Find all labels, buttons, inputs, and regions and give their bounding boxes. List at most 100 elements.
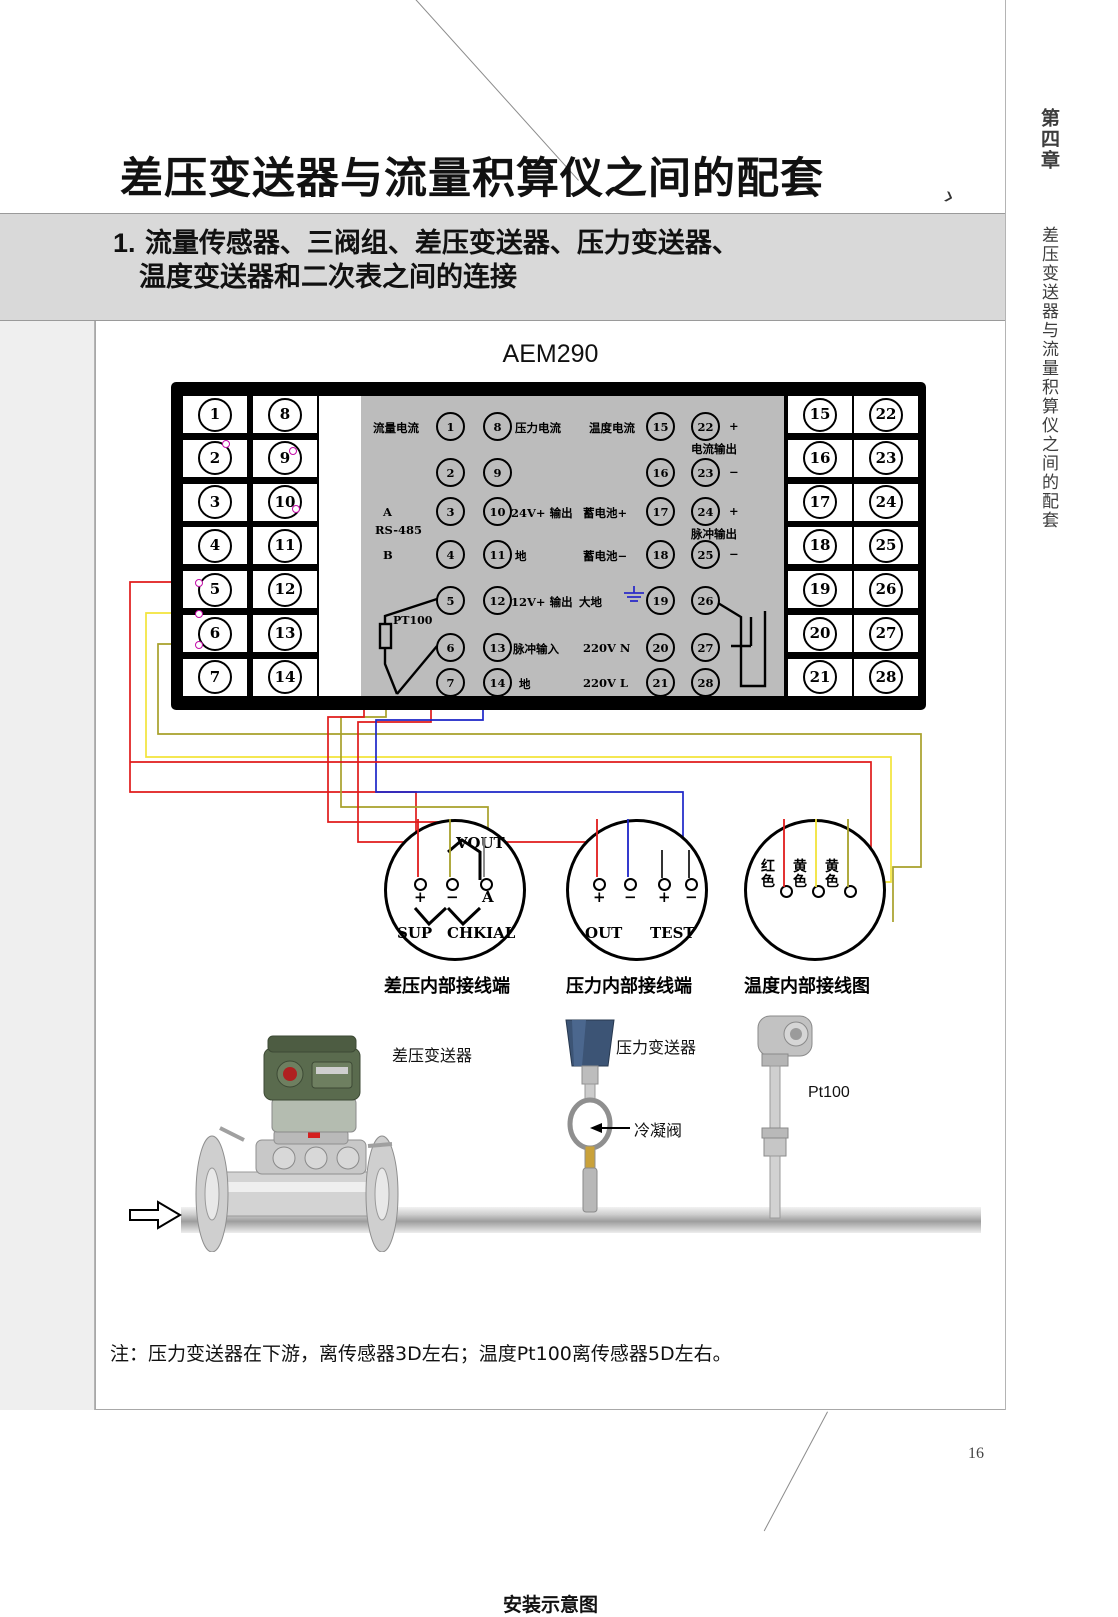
terminal-cell[interactable]: 25 [854,527,918,565]
panel-terminal-1[interactable]: 1 [436,412,465,441]
terminal-cell[interactable]: 6 [183,615,247,653]
panel-terminal-22[interactable]: 22 [691,412,720,441]
panel-terminal-19[interactable]: 19 [646,586,675,615]
terminal-cell[interactable]: 13 [253,615,317,653]
pressure-sign-out-plus: + [593,888,606,906]
dp-sign-minus: − [446,888,459,906]
pressure-sign-out-minus: − [624,888,637,906]
terminal-cell[interactable]: 24 [854,483,918,521]
terminal-cell[interactable]: 17 [788,483,852,521]
terminal-cell[interactable]: 28 [854,658,918,696]
terminal-number: 24 [869,485,903,520]
panel-terminal-17[interactable]: 17 [646,497,675,526]
panel-terminal-20[interactable]: 20 [646,633,675,662]
panel-terminal-26[interactable]: 26 [691,586,720,615]
differential-pressure-transmitter-image [195,1035,399,1252]
terminal-cell[interactable]: 9 [253,439,317,477]
panel-terminal-21[interactable]: 21 [646,668,675,697]
panel-terminal-9[interactable]: 9 [483,458,512,487]
label-pulse-output: 脉冲输出 [691,527,737,541]
panel-terminal-16[interactable]: 16 [646,458,675,487]
terminal-cell[interactable]: 10 [253,483,317,521]
label-earth: 大地 [579,595,602,609]
terminal-cell[interactable]: 21 [788,658,852,696]
dp-terminal-minus[interactable] [446,878,459,891]
aem290-terminal-block: 1 2 3 4 5 6 7 8 9 10 11 12 13 14 流量电流 [171,382,926,710]
dp-sup-label: SUP [397,924,433,942]
wire-node-5 [195,579,203,587]
terminal-cell[interactable]: 15 [788,396,852,433]
panel-terminal-28[interactable]: 28 [691,668,720,697]
panel-terminal-14[interactable]: 14 [483,668,512,697]
pressure-terminal-out-plus[interactable] [593,878,606,891]
panel-terminal-4[interactable]: 4 [436,540,465,569]
dp-terminal-a[interactable] [480,878,493,891]
panel-terminal-13[interactable]: 13 [483,633,512,662]
panel-terminal-23[interactable]: 23 [691,458,720,487]
terminal-cell[interactable]: 22 [854,396,918,433]
terminal-cell[interactable]: 20 [788,615,852,653]
side-running-title: 差压变送器与流量积算仪之间的配套 [1038,226,1058,530]
panel-terminal-11[interactable]: 11 [483,540,512,569]
terminal-cell[interactable]: 8 [253,396,317,433]
terminal-number: 11 [268,528,302,563]
terminal-cell[interactable]: 27 [854,615,918,653]
terminal-number: 10 [268,485,302,520]
terminal-number: 17 [803,485,837,520]
panel-terminal-5[interactable]: 5 [436,586,465,615]
panel-terminal-8[interactable]: 8 [483,412,512,441]
label-rs485-b: B [383,548,393,562]
terminal-cell[interactable]: 4 [183,527,247,565]
label-current-output: 电流输出 [691,442,737,456]
pressure-terminal-out-minus[interactable] [624,878,637,891]
label-condensate-valve: 冷凝阀 [634,1121,683,1140]
terminal-cell[interactable]: 26 [854,571,918,609]
terminal-number: 9 [268,441,302,476]
label-flow-current: 流量电流 [373,421,419,435]
panel-terminal-15[interactable]: 15 [646,412,675,441]
panel-terminal-12[interactable]: 12 [483,586,512,615]
terminal-cell[interactable]: 7 [183,658,247,696]
terminal-cell[interactable]: 3 [183,483,247,521]
dp-terminal-plus[interactable] [414,878,427,891]
pressure-out-label: OUT [585,924,623,942]
subheading-number: 1. [113,228,136,258]
pressure-test-label: TEST [650,924,695,942]
terminal-cell[interactable]: 18 [788,527,852,565]
panel-terminal-18[interactable]: 18 [646,540,675,569]
flow-direction-arrow-icon [129,1200,182,1230]
terminal-cell[interactable]: 23 [854,439,918,477]
terminal-cell[interactable]: 2 [183,439,247,477]
terminal-number: 16 [803,441,837,476]
label-pulse-input: 脉冲输入 [513,642,559,656]
panel-terminal-6[interactable]: 6 [436,633,465,662]
panel-terminal-24[interactable]: 24 [691,497,720,526]
pressure-transmitter-image [565,1019,615,1213]
pressure-terminal-test-minus[interactable] [685,878,698,891]
dp-connector-caption: 差压内部接线端 [384,976,510,997]
temp-terminal-1[interactable] [780,885,793,898]
terminal-cell[interactable]: 16 [788,439,852,477]
subheading-line-1: 流量传感器、三阀组、差压变送器、压力变送器、 [144,228,739,259]
temp-terminal-2[interactable] [812,885,825,898]
terminal-cell[interactable]: 14 [253,658,317,696]
pressure-terminal-test-plus[interactable] [658,878,671,891]
terminal-number: 6 [198,616,232,651]
terminal-cell[interactable]: 1 [183,396,247,433]
label-24v-output: 24V+ 输出 [511,506,573,520]
terminal-number: 28 [869,660,903,695]
terminal-cell[interactable]: 12 [253,571,317,609]
panel-terminal-25[interactable]: 25 [691,540,720,569]
side-column [1005,0,1118,1410]
panel-terminal-7[interactable]: 7 [436,668,465,697]
temp-terminal-3[interactable] [844,885,857,898]
panel-terminal-27[interactable]: 27 [691,633,720,662]
panel-terminal-2[interactable]: 2 [436,458,465,487]
terminal-cell[interactable]: 11 [253,527,317,565]
terminal-cell[interactable]: 19 [788,571,852,609]
terminal-cell[interactable]: 5 [183,571,247,609]
dp-connector-bracket-icon [413,838,482,927]
panel-terminal-3[interactable]: 3 [436,497,465,526]
panel-terminal-10[interactable]: 10 [483,497,512,526]
